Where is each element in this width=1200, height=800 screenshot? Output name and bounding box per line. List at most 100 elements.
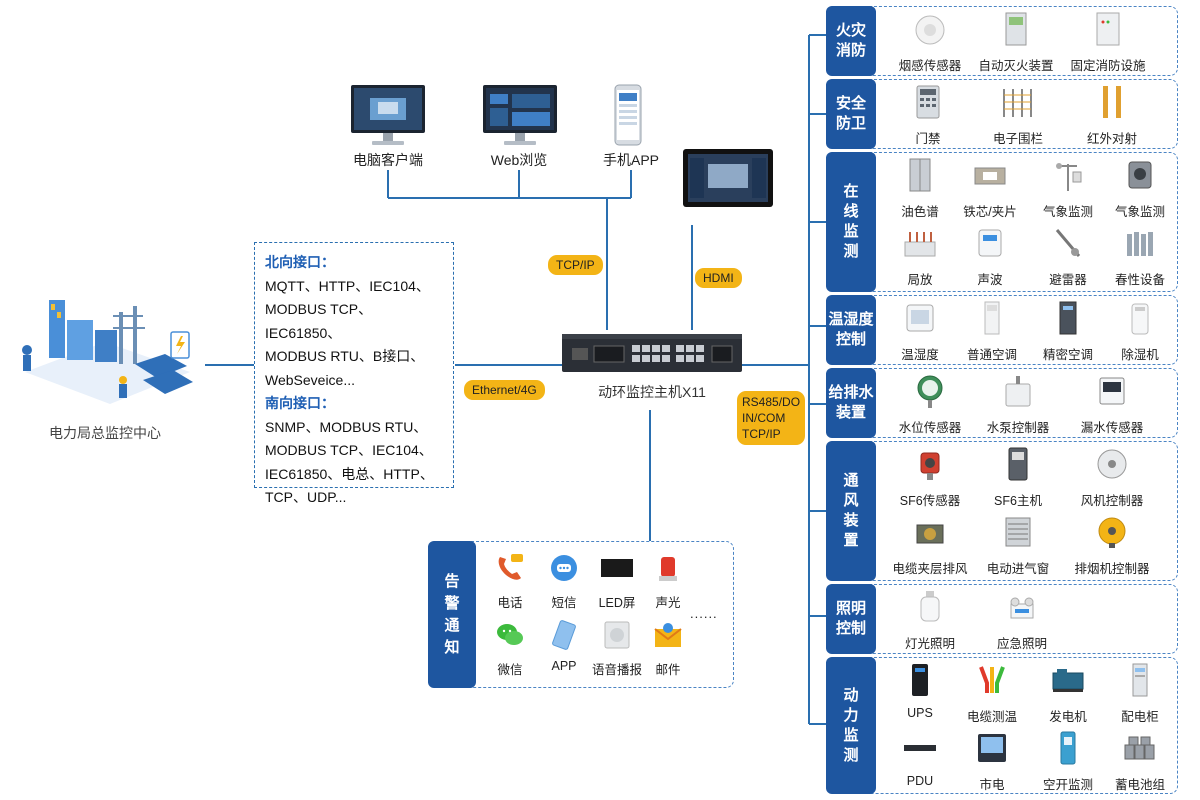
arrester-icon: [1055, 229, 1081, 257]
fire-item-extinguisher: 自动灭火装置: [971, 12, 1061, 74]
security-item-access: 门禁: [883, 85, 973, 147]
pump-controller-icon: [1005, 376, 1031, 407]
cable-temperature-icon: [979, 666, 1005, 693]
south-interface-line: TCP、UDP...: [265, 489, 347, 505]
siren-icon: [659, 557, 677, 581]
alarm-item-siren: 声光: [638, 553, 698, 611]
alarm-item-mail: 邮件: [638, 620, 698, 678]
infrared-beam-icon: [1103, 86, 1121, 118]
power-item-mains: 市电: [947, 731, 1037, 793]
alarm-item-phone: 电话: [480, 553, 540, 611]
security-item-fence: 电子围栏: [973, 85, 1063, 147]
light-item-emergency: 应急照明: [977, 590, 1067, 652]
power-meter-icon: [978, 734, 1006, 762]
thermo-hygrometer-icon: [906, 304, 934, 332]
vent-item-cable-exhaust: 电缆夹层排风: [885, 515, 975, 577]
south-interface-title: 南向接口：: [265, 395, 335, 411]
alarm-item-wechat: 微信: [480, 620, 540, 678]
touchscreen-display-icon: [683, 149, 773, 207]
fire-item-smoke: 烟感传感器: [885, 12, 975, 74]
online-item-capacitive: 春性设备: [1095, 226, 1185, 288]
temp-item-dehumidifier: 除湿机: [1095, 301, 1185, 363]
vent-item-air-window: 电动进气窗: [973, 515, 1063, 577]
light-category-title: 照明控制: [826, 584, 876, 654]
gas-detector-icon: [1128, 161, 1152, 189]
smoke-exhaust-fan-icon: [1098, 517, 1126, 548]
rs485-link-label: RS485/DO IN/COM TCP/IP: [737, 391, 805, 445]
battery-bank-icon: [1124, 736, 1155, 760]
online-item-acoustic: 声波: [945, 226, 1035, 288]
temp-category-title: 温湿度控制: [826, 295, 876, 365]
sf6-host-icon: [1008, 447, 1028, 481]
temp-item-ac: 普通空调: [947, 301, 1037, 363]
alarm-title: 告警通知: [428, 541, 476, 688]
power-item-breaker: 空开监测: [1023, 731, 1113, 793]
alarm-more: ......: [690, 606, 718, 621]
power-item-generator: 发电机: [1023, 663, 1113, 725]
host-label: 动环监控主机X11: [598, 384, 706, 400]
online-item-arrester: 避雷器: [1023, 226, 1113, 288]
power-item-cable-temp: 电缆测温: [947, 663, 1037, 725]
vent-item-sf6-sensor: SF6传感器: [885, 447, 975, 509]
rs485-line: TCP/IP: [742, 427, 781, 441]
wechat-icon: [497, 624, 523, 645]
emergency-light-icon: [1010, 597, 1034, 619]
web-monitor-icon: [483, 85, 557, 145]
partial-discharge-icon: [904, 232, 936, 257]
distribution-cabinet-icon: [1132, 663, 1148, 697]
vent-item-sf6-host: SF6主机: [973, 447, 1063, 509]
mail-icon: [654, 623, 682, 647]
power-category-title: 动力监测: [826, 657, 876, 794]
power-item-distribution: 配电柜: [1095, 663, 1185, 725]
breaker-monitor-icon: [1060, 731, 1076, 765]
south-interface-line: SNMP、MODBUS RTU、: [265, 418, 428, 435]
rs485-line: RS485/DO: [742, 395, 801, 409]
water-level-gauge-icon: [917, 375, 943, 408]
hdmi-link-label: HDMI: [695, 268, 742, 288]
online-item-core: 铁芯/夹片: [945, 158, 1035, 220]
app-phone-icon: [552, 620, 576, 650]
web-client-label: Web浏览: [490, 152, 548, 168]
extinguisher-cabinet-icon: [1005, 12, 1027, 46]
precision-ac-icon: [1059, 301, 1077, 335]
rs485-line: IN/COM: [742, 411, 786, 425]
power-item-pdu: PDU: [875, 731, 965, 788]
water-item-leak: 漏水传感器: [1067, 374, 1157, 436]
online-item-weather-1: 气象监测: [1023, 158, 1113, 220]
north-interface-line: MODBUS RTU、B接口、: [265, 348, 425, 364]
ups-icon: [912, 664, 928, 696]
ethernet-link-label: Ethernet/4G: [464, 380, 545, 400]
tcpip-link-label: TCP/IP: [548, 255, 603, 275]
phone-icon: [498, 554, 523, 580]
pc-client-label: 电脑客户端: [353, 152, 423, 168]
leak-sensor-icon: [1099, 377, 1125, 405]
water-category-title: 给排水装置: [826, 368, 876, 438]
alarm-item-voice: 语音播报: [587, 620, 647, 678]
access-keypad-icon: [916, 85, 940, 119]
water-item-pump: 水泵控制器: [973, 374, 1063, 436]
south-interface-line: MODBUS TCP、IEC104、: [265, 442, 433, 458]
vent-item-fan-controller: 风机控制器: [1067, 447, 1157, 509]
electric-fence-icon: [1003, 89, 1032, 117]
mobile-phone-icon: [614, 84, 642, 146]
security-category-title: 安全防卫: [826, 79, 876, 149]
north-interface-title: 北向接口：: [265, 254, 335, 270]
vent-item-smoke-exhaust: 排烟机控制器: [1067, 515, 1157, 577]
acoustic-sensor-icon: [978, 229, 1002, 257]
alarm-item-app: APP: [534, 620, 594, 673]
weather-station-icon: [1056, 163, 1082, 191]
north-interface-line: WebSeveice...: [265, 371, 356, 388]
smoke-detector-icon: [915, 15, 945, 45]
fire-item-fixed: 固定消防设施: [1063, 12, 1153, 74]
water-item-level: 水位传感器: [885, 374, 975, 436]
light-item-lamp: 灯光照明: [885, 590, 975, 652]
cabinet-icon: [909, 158, 931, 192]
north-interface-line: MQTT、HTTP、IEC104、: [265, 277, 430, 294]
louver-window-icon: [1005, 517, 1031, 547]
alarm-item-led: LED屏: [587, 553, 647, 611]
protocol-interfaces-panel: 北向接口： MQTT、HTTP、IEC104、 MODBUS TCP、IEC61…: [254, 242, 454, 505]
vent-category-title: 通风装置: [826, 441, 876, 581]
generator-icon: [1052, 669, 1084, 692]
monitoring-center-label: 电力局总监控中心: [49, 425, 161, 441]
